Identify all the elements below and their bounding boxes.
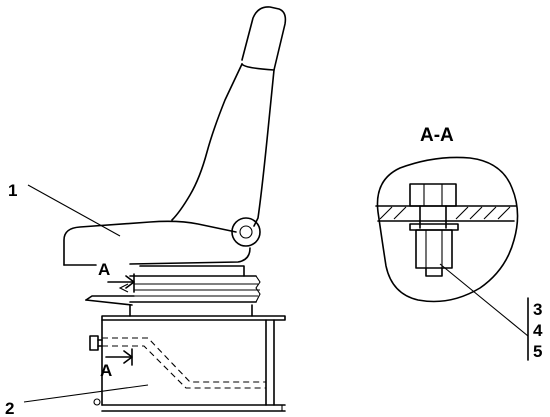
callout-bolt-label: 3 xyxy=(533,300,542,319)
callout-seat: 1 xyxy=(8,181,121,237)
callout-base-label: 2 xyxy=(5,399,14,417)
section-title: A-A xyxy=(420,125,454,146)
callout-seat-label: 1 xyxy=(8,181,17,200)
suspension xyxy=(85,265,261,306)
callout-base: 2 xyxy=(5,384,149,417)
callout-nut-label: 5 xyxy=(533,342,542,361)
base-frame xyxy=(89,304,286,412)
seat xyxy=(63,6,287,266)
callout-stack: 3 4 5 xyxy=(439,263,543,361)
section-marker-top-label: A xyxy=(98,260,110,279)
callout-washer-label: 4 xyxy=(533,321,543,340)
section-marker-bottom-label: A xyxy=(100,361,112,380)
section-view: A-A xyxy=(375,125,519,303)
section-marker-top: A xyxy=(98,260,135,293)
section-marker-bottom: A xyxy=(100,348,133,380)
